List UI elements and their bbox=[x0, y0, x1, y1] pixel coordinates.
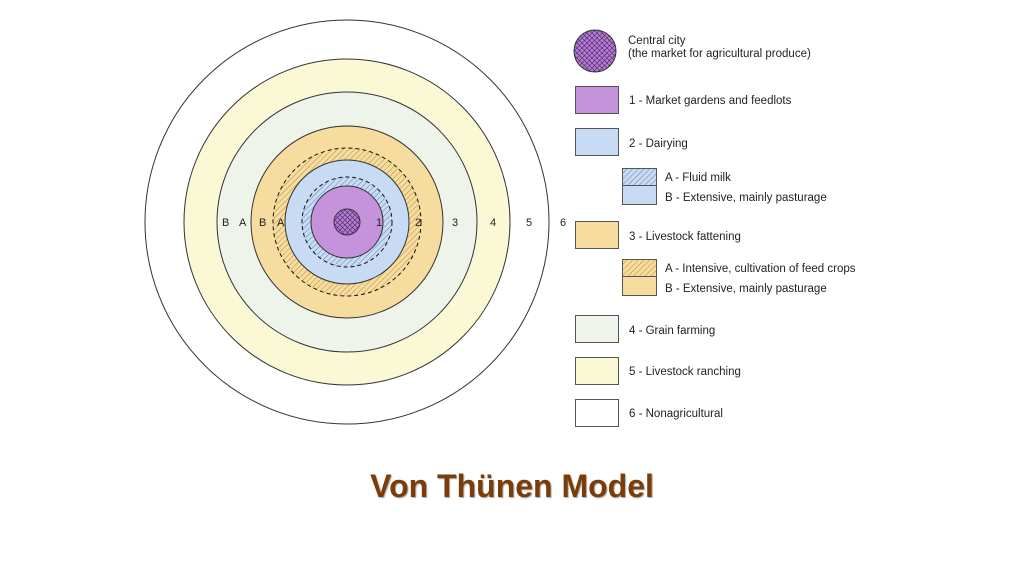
legend-zone3: 3 - Livestock fattening bbox=[629, 231, 741, 243]
legend-central-city-subtitle: (the market for agricultural produce) bbox=[628, 48, 811, 60]
zone2-swatch bbox=[575, 128, 619, 156]
zone-label-5: 5 bbox=[526, 217, 532, 229]
legend-zone2a: A - Fluid milk bbox=[665, 172, 731, 184]
zone2ab-swatch bbox=[622, 168, 657, 205]
zone3ab-swatch bbox=[622, 259, 657, 296]
von-thunen-diagram: 1 2 3 4 5 6 A B A B bbox=[144, 19, 566, 425]
zone-label-2: 2 bbox=[415, 217, 421, 229]
zone3-swatch bbox=[575, 221, 619, 249]
legend-zone5: 5 - Livestock ranching bbox=[629, 366, 741, 378]
legend-zone4: 4 - Grain farming bbox=[629, 325, 716, 337]
legend-zone1: 1 - Market gardens and feedlots bbox=[629, 95, 792, 107]
zone-label-6: 6 bbox=[560, 217, 566, 229]
legend-zone3b: B - Extensive, mainly pasturage bbox=[665, 283, 827, 295]
central-city-swatch bbox=[573, 29, 617, 73]
legend-zone3a: A - Intensive, cultivation of feed crops bbox=[665, 263, 856, 275]
legend-zone2: 2 - Dairying bbox=[629, 138, 688, 150]
legend-central-city-title: Central city bbox=[628, 35, 686, 47]
zone-label-3b: B bbox=[222, 217, 229, 229]
zone5-swatch bbox=[575, 357, 619, 385]
zone4-swatch bbox=[575, 315, 619, 343]
central-city bbox=[333, 208, 361, 236]
zone-label-1: 1 bbox=[376, 217, 382, 229]
zone-label-3a: A bbox=[239, 217, 247, 229]
zone6-swatch bbox=[575, 399, 619, 427]
page-title: Von Thünen Model bbox=[370, 468, 654, 504]
zone-label-2a: A bbox=[277, 217, 285, 229]
legend-zone6: 6 - Nonagricultural bbox=[629, 408, 723, 420]
zone1-swatch bbox=[575, 86, 619, 114]
legend: Central city (the market for agricultura… bbox=[572, 26, 1012, 436]
zone-label-2b: B bbox=[259, 217, 266, 229]
zone-label-3: 3 bbox=[452, 217, 458, 229]
legend-zone2b: B - Extensive, mainly pasturage bbox=[665, 192, 827, 204]
zone-label-4: 4 bbox=[490, 217, 496, 229]
